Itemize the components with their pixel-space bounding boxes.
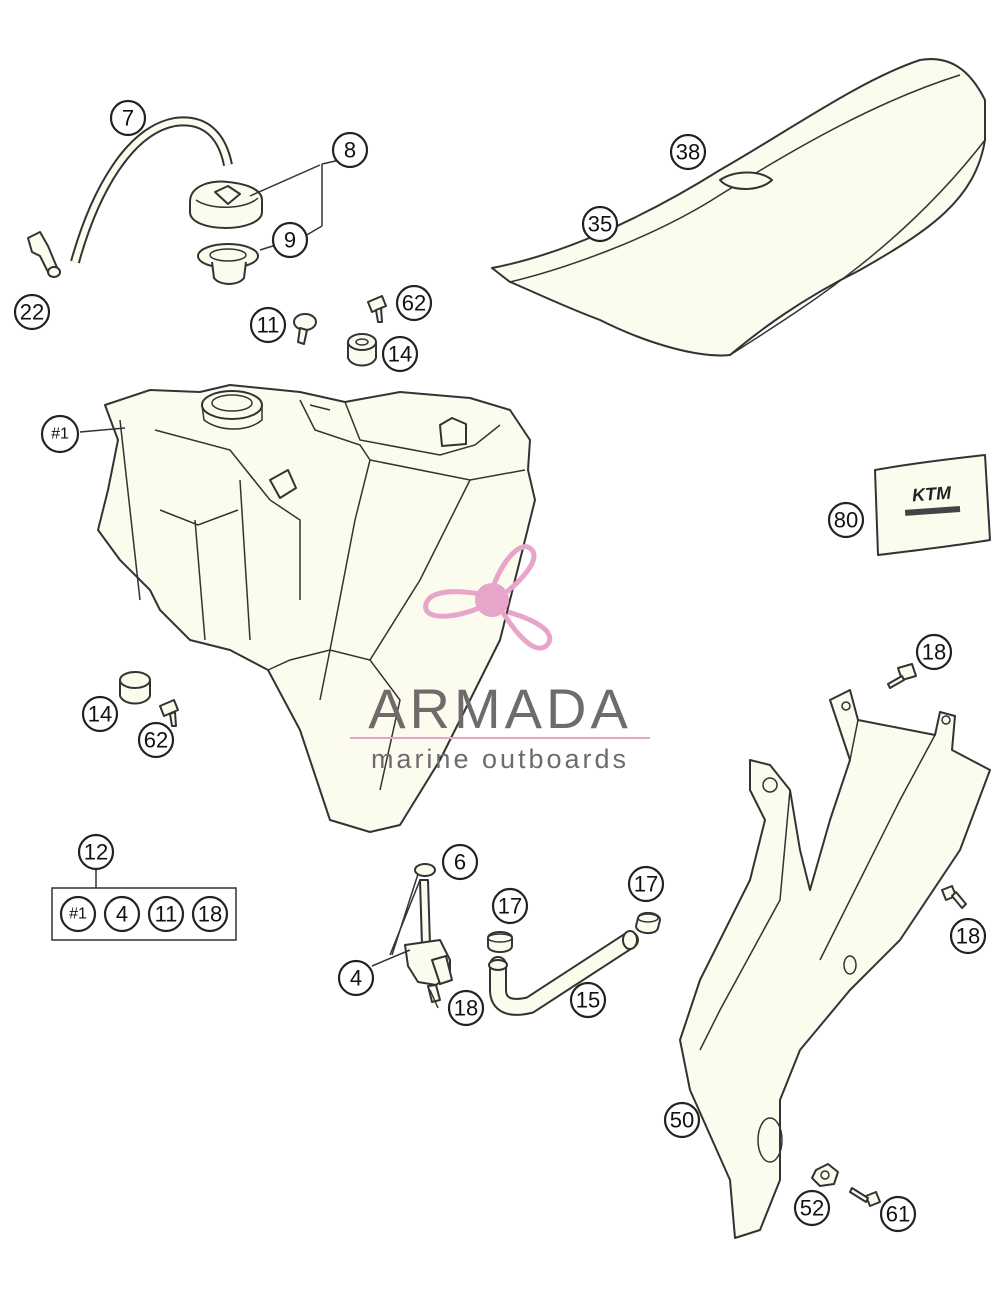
- bolt-part-62-lower: [159, 699, 179, 727]
- callout-7: 7: [109, 99, 147, 137]
- vent-hose-part: [70, 116, 233, 264]
- kit-item-11: 11: [147, 895, 185, 933]
- callout-52: 52: [793, 1189, 831, 1227]
- svg-text:17: 17: [634, 872, 658, 897]
- callout-6: 6: [441, 843, 479, 881]
- fuel-cap-part: [189, 180, 263, 229]
- svg-text:38: 38: [676, 140, 700, 165]
- svg-text:18: 18: [956, 924, 980, 949]
- callout-38: 38: [669, 133, 707, 171]
- hose-clamp-part-17-right: [635, 912, 661, 934]
- svg-text:14: 14: [88, 702, 112, 727]
- svg-text:62: 62: [402, 291, 426, 316]
- svg-text:#1: #1: [69, 906, 87, 923]
- svg-text:4: 4: [116, 902, 128, 927]
- watermark-name: ARMADA: [368, 677, 632, 740]
- bolt-part-62-upper: [367, 295, 387, 323]
- svg-text:15: 15: [576, 988, 600, 1013]
- callout-4: 4: [337, 959, 375, 997]
- svg-text:52: 52: [800, 1196, 824, 1221]
- o-ring-part: [414, 863, 436, 877]
- callout-12: 12: [77, 833, 115, 871]
- callout-17-right: 17: [627, 865, 665, 903]
- logo-blade-left: [423, 589, 486, 619]
- svg-text:14: 14: [388, 342, 412, 367]
- callouts: 7 8 9 22 11 62 14 38 35 #1 80 14 62 18 1…: [13, 99, 987, 1233]
- logo-blade-bottom: [497, 606, 553, 651]
- bushing-part-14-upper: [347, 333, 377, 367]
- callout-18-right: 18: [949, 917, 987, 955]
- logo-hub: [475, 583, 509, 617]
- callout-35: 35: [581, 205, 619, 243]
- callout-50: 50: [663, 1101, 701, 1139]
- callout-tank-1: #1: [40, 414, 80, 454]
- callout-17-left: 17: [491, 887, 529, 925]
- logo-blade-top: [489, 544, 537, 596]
- svg-text:9: 9: [284, 228, 296, 253]
- kit-items: #1 4 11 18: [59, 895, 229, 933]
- svg-text:35: 35: [588, 212, 612, 237]
- callout-18-upper: 18: [915, 633, 953, 671]
- bolt-part-61: [849, 1187, 881, 1207]
- nut-part-52: [811, 1163, 839, 1187]
- svg-text:50: 50: [670, 1108, 694, 1133]
- kit-item-18: 18: [191, 895, 229, 933]
- cap-seal-part: [197, 243, 259, 285]
- svg-text:11: 11: [155, 902, 178, 927]
- kit-item-4: 4: [103, 895, 141, 933]
- svg-text:8: 8: [344, 138, 356, 163]
- bolt-part-18-right: [941, 885, 967, 909]
- callout-11-upper: 11: [249, 306, 287, 344]
- svg-text:18: 18: [454, 996, 478, 1021]
- callout-18-lower: 18: [447, 989, 485, 1027]
- callout-62-lower: 62: [137, 721, 175, 759]
- svg-text:11: 11: [257, 313, 280, 338]
- side-panel-part: [679, 689, 991, 1239]
- svg-text:7: 7: [122, 106, 134, 131]
- watermark-tagline: marine outboards: [371, 744, 629, 774]
- svg-text:4: 4: [350, 966, 362, 991]
- svg-text:62: 62: [144, 728, 168, 753]
- svg-text:12: 12: [84, 840, 108, 865]
- callout-14-upper: 14: [381, 335, 419, 373]
- svg-text:6: 6: [454, 850, 466, 875]
- callout-8: 8: [331, 131, 369, 169]
- callout-61: 61: [879, 1195, 917, 1233]
- svg-text:61: 61: [886, 1202, 910, 1227]
- svg-text:80: 80: [834, 508, 858, 533]
- callout-9: 9: [271, 221, 309, 259]
- svg-text:22: 22: [20, 300, 44, 325]
- seat-part: [491, 58, 986, 357]
- svg-text:18: 18: [922, 640, 946, 665]
- svg-text:18: 18: [198, 902, 222, 927]
- callout-15: 15: [569, 981, 607, 1019]
- svg-text:#1: #1: [51, 426, 69, 443]
- bolt-part-18-upper: [887, 663, 917, 689]
- fuel-tap-part: [404, 879, 453, 1009]
- ktm-decal-part: KTM: [874, 454, 991, 556]
- fuel-tank-part: [97, 384, 536, 833]
- svg-text:17: 17: [498, 894, 522, 919]
- bushing-part-14-lower: [119, 671, 151, 705]
- watermark: ARMADA marine outboards: [350, 544, 650, 774]
- callout-14-lower: 14: [81, 695, 119, 733]
- hose-clamp-part-17-left: [487, 931, 513, 953]
- decal-brand-text: KTM: [911, 483, 952, 506]
- fuel-hose-part: [488, 930, 639, 1016]
- screw-part-11: [293, 313, 317, 345]
- callout-62-upper: 62: [395, 284, 433, 322]
- callout-80: 80: [827, 501, 865, 539]
- watermark-logo-icon: [423, 544, 553, 651]
- callout-22: 22: [13, 293, 51, 331]
- kit-item-1: #1: [59, 895, 97, 933]
- hose-fitting-part: [27, 231, 61, 278]
